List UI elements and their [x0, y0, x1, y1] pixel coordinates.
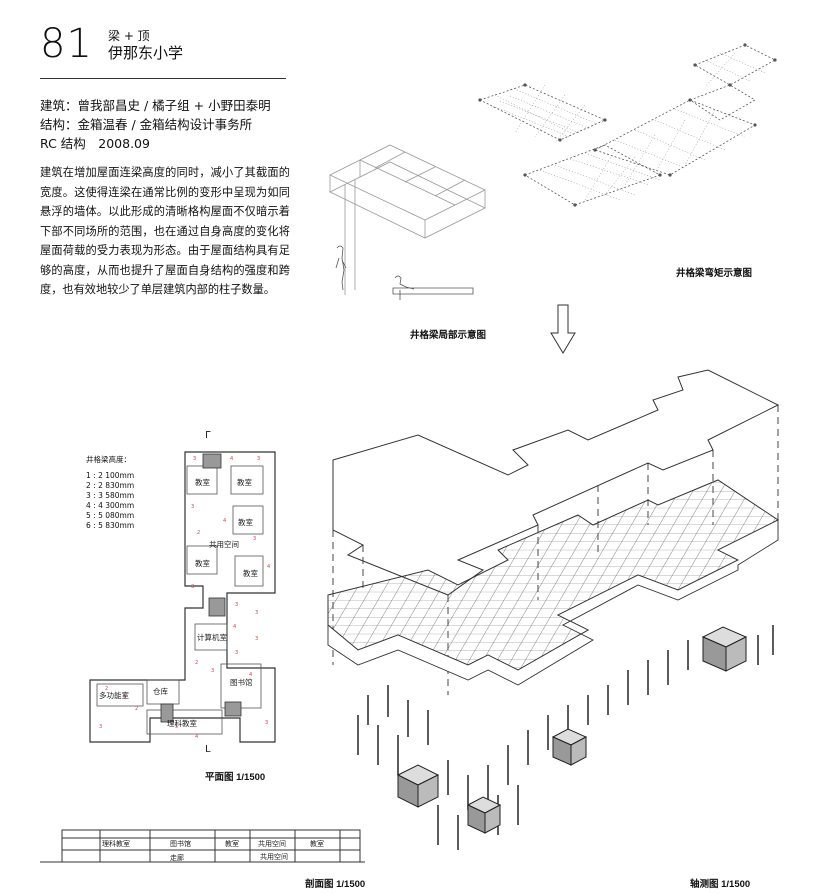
- section-label: 图书馆: [170, 839, 191, 848]
- description-text: 建筑在增加屋面连梁高度的同时，减小了其截面的宽度。这使得连梁在通常比例的变形中呈…: [40, 166, 290, 296]
- svg-text:3: 3: [191, 584, 194, 590]
- svg-text:3: 3: [255, 636, 258, 642]
- plan-label: 教室: [243, 568, 258, 578]
- svg-text:4: 4: [249, 672, 252, 678]
- detail-diagram: [329, 144, 486, 300]
- plan-label: 图书馆: [230, 677, 253, 687]
- plan-label: 教室: [195, 558, 210, 568]
- plan-label: 多功能室: [99, 690, 129, 700]
- plan-label: 教室: [237, 477, 252, 487]
- plan-label: 教室: [238, 517, 253, 527]
- caption-detail: 井格梁局部示意图: [410, 330, 487, 341]
- svg-text:2: 2: [135, 706, 138, 712]
- page-subtitle: 梁 + 顶: [108, 29, 150, 43]
- plan-section-mark-bottom: L: [205, 744, 211, 753]
- svg-text:3: 3: [191, 504, 194, 510]
- svg-text:3: 3: [257, 456, 260, 462]
- svg-text:3: 3: [235, 650, 238, 656]
- legend-item: 1 : 2 100mm: [86, 471, 135, 480]
- floor-plan: 3 4 3 3 4 3 2 4 3 3 3 4 3 3 2 3 4 2 3 2 3 5 4 3 教室 教室 教室…: [89, 430, 276, 753]
- svg-text:3: 3: [193, 456, 196, 462]
- plan-label: 教室: [195, 477, 210, 487]
- section-label: 共用空间: [260, 852, 288, 861]
- legend-item: 3 : 3 580mm: [86, 491, 135, 500]
- header-divider: [40, 78, 286, 79]
- plan-label: 仓库: [153, 686, 168, 696]
- svg-text:3: 3: [235, 602, 238, 608]
- caption-axon: 轴测图 1/1500: [690, 879, 751, 890]
- section-label: 共用空间: [258, 839, 286, 848]
- svg-text:4: 4: [233, 624, 236, 630]
- credit-structure: 结构：金箱温春 / 金箱结构设计事务所: [40, 117, 253, 132]
- svg-text:3: 3: [99, 724, 102, 730]
- plan-section-mark-top: Γ: [205, 430, 211, 441]
- legend-item: 2 : 2 830mm: [86, 481, 135, 490]
- plan-label: 计算机室: [197, 632, 227, 642]
- credit-architect: 建筑：曾我部昌史 / 橘子组 + 小野田泰明: [40, 98, 271, 113]
- svg-text:2: 2: [197, 530, 200, 536]
- section-label: 理科教室: [102, 839, 130, 848]
- credit-system: RC 结构 2008.09: [40, 136, 150, 151]
- legend-title: 井格梁高度：: [86, 455, 131, 464]
- plan-label: 理科教室: [167, 718, 197, 728]
- svg-text:3: 3: [265, 720, 268, 726]
- legend: 井格梁高度： 1 : 2 100mm 2 : 2 830mm 3 : 3 580…: [86, 455, 134, 531]
- svg-text:3: 3: [253, 536, 256, 542]
- legend-item: 4 : 4 300mm: [86, 501, 135, 510]
- section-label: 教室: [310, 839, 324, 848]
- svg-text:3: 3: [211, 668, 214, 674]
- axonometric-drawing: [327, 369, 780, 850]
- svg-text:5: 5: [175, 724, 178, 730]
- caption-moment: 井格梁弯矩示意图: [676, 268, 753, 279]
- svg-text:4: 4: [230, 456, 233, 462]
- svg-text:4: 4: [267, 564, 270, 570]
- svg-text:3: 3: [255, 610, 258, 616]
- page-title: 伊那东小学: [108, 44, 184, 62]
- svg-text:4: 4: [195, 734, 198, 740]
- caption-plan: 平面图 1/1500: [205, 772, 266, 783]
- page-number: 81: [40, 21, 93, 67]
- plan-label: 共用空间: [209, 539, 239, 549]
- svg-text:3: 3: [123, 694, 126, 700]
- svg-text:2: 2: [195, 660, 198, 666]
- down-arrow-icon: [550, 304, 576, 354]
- svg-text:4: 4: [223, 518, 226, 524]
- caption-section: 剖面图 1/1500: [305, 879, 366, 890]
- legend-item: 5 : 5 080mm: [86, 511, 135, 520]
- section-label: 教室: [225, 839, 239, 848]
- legend-item: 6 : 5 830mm: [86, 521, 135, 530]
- svg-text:2: 2: [105, 686, 108, 692]
- section-label: 走廊: [170, 853, 184, 862]
- moment-diagram: [478, 43, 777, 207]
- section-drawing: 理科教室 图书馆 教室 共用空间 教室 走廊 共用空间: [40, 829, 365, 863]
